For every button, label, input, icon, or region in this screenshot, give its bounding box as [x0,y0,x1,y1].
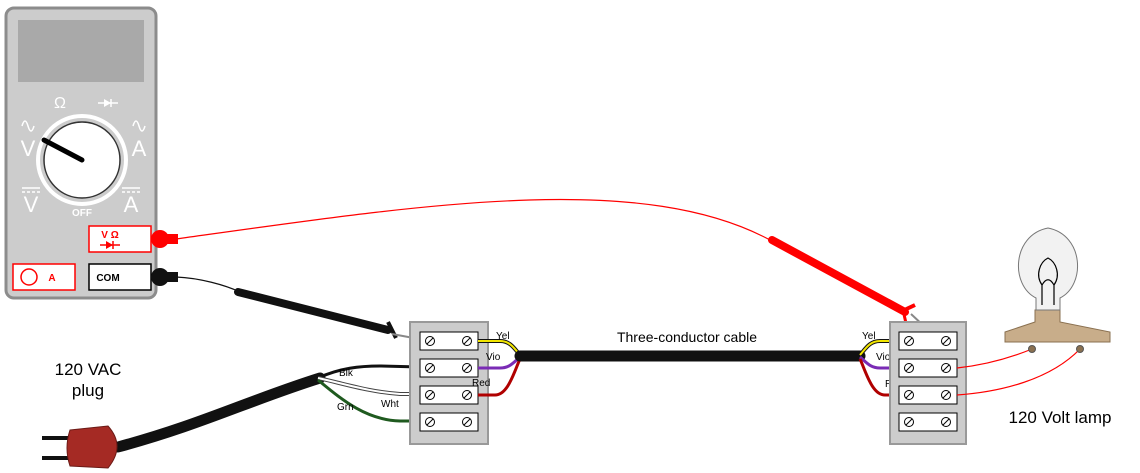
lamp-label: 120 Volt lamp [1008,408,1111,427]
lamp-base [1004,309,1111,343]
screw-icon[interactable] [904,363,914,373]
screw-icon[interactable] [941,363,951,373]
diode-icon [98,99,118,107]
red-lead-wire [175,198,771,241]
lamp-terminal [1028,345,1036,353]
dial-dc-amps-label: A [124,192,139,217]
black-test-lead[interactable] [151,268,431,342]
terminal-row [898,331,958,351]
screw-icon[interactable] [462,336,472,346]
amps-jack-socket [20,268,38,286]
wire-yel-right [859,340,902,356]
dial-dc-volts-label: V [24,192,39,217]
plug-icon [42,425,118,469]
meter-display [18,20,144,82]
cord-jacket [112,372,326,453]
screw-icon[interactable] [425,417,435,427]
diode-icon [100,241,120,249]
plug-label-line2: plug [72,381,104,400]
wire-label-vio-right: Vio [876,352,891,363]
screw-icon[interactable] [425,390,435,400]
dial-off-label: OFF [72,208,92,219]
wire-blk [317,364,421,380]
terminal-block-right [889,321,967,445]
dc-symbol-icon [22,187,40,193]
wire-grn [317,378,420,423]
screw-icon[interactable] [941,336,951,346]
black-lead-wire [175,276,241,293]
amps-jack-label: A [48,273,55,284]
red-plug [151,230,169,248]
com-jack-label: COM [96,273,119,284]
dial-outer-ring [36,114,128,206]
volt-ohm-jack-label: V Ω [101,230,118,241]
terminal-row [419,331,479,351]
screw-icon[interactable] [425,336,435,346]
dial-hub [80,158,84,162]
wire-label-vio-left: Vio [486,352,501,363]
wire-wht [317,377,420,395]
lamp-lead-1 [956,348,1033,369]
screw-icon[interactable] [904,336,914,346]
dc-symbol-icon [122,187,140,193]
wire-red-left [478,358,522,397]
screw-icon[interactable] [941,390,951,400]
dial-ohm-label: Ω [54,95,66,112]
wire-label-yel-right: Yel [862,331,876,342]
ac-wave-icon [21,120,35,132]
plug-label-line1: 120 VAC [55,360,122,379]
dial-ac-volts-label: V [21,136,36,161]
multimeter: Ω V A V A OFF V Ω [4,6,158,300]
wire-vio-right [859,355,902,370]
filament [1038,257,1058,305]
screw-icon[interactable] [462,390,472,400]
screw-icon[interactable] [462,417,472,427]
black-probe-handle [234,288,392,334]
wire-label-red-left: Red [472,378,490,389]
wire-label-blk: Blk [339,368,354,379]
screw-icon[interactable] [425,363,435,373]
amps-jack[interactable] [12,263,76,291]
black-plug [151,268,169,286]
lamp: 120 Volt lamp [956,227,1112,427]
plug-body [66,425,118,469]
terminal-row [419,412,479,432]
ac-wave-icon [132,120,146,132]
screw-icon[interactable] [904,417,914,427]
red-test-lead[interactable] [151,198,941,342]
cable-label: Three-conductor cable [617,329,757,345]
lightbulb-icon [1004,227,1111,353]
volt-ohm-jack[interactable] [88,225,152,253]
terminal-row [898,385,958,405]
lamp-terminal [1076,345,1084,353]
terminal-row [419,358,479,378]
wire-label-yel-left: Yel [496,331,510,342]
bulb-glass [1017,227,1079,311]
terminal-row [419,385,479,405]
terminal-row [898,412,958,432]
lamp-lead-2 [956,348,1081,396]
wire-label-grn: Grn [337,402,354,413]
dial-ac-amps-label: A [132,136,147,161]
screw-icon[interactable] [941,417,951,427]
three-conductor-cable: Yel Vio Red Yel Vio Red Three-conductor … [472,329,903,397]
dial-pointer [41,137,85,163]
power-cord: Blk Wht Grn [112,364,421,453]
screw-icon[interactable] [904,390,914,400]
terminal-row [898,358,958,378]
screw-icon[interactable] [462,363,472,373]
terminal-block-left [409,321,489,445]
wire-red-right [858,358,902,397]
wire-label-wht: Wht [381,399,399,410]
red-probe-handle [768,236,909,316]
